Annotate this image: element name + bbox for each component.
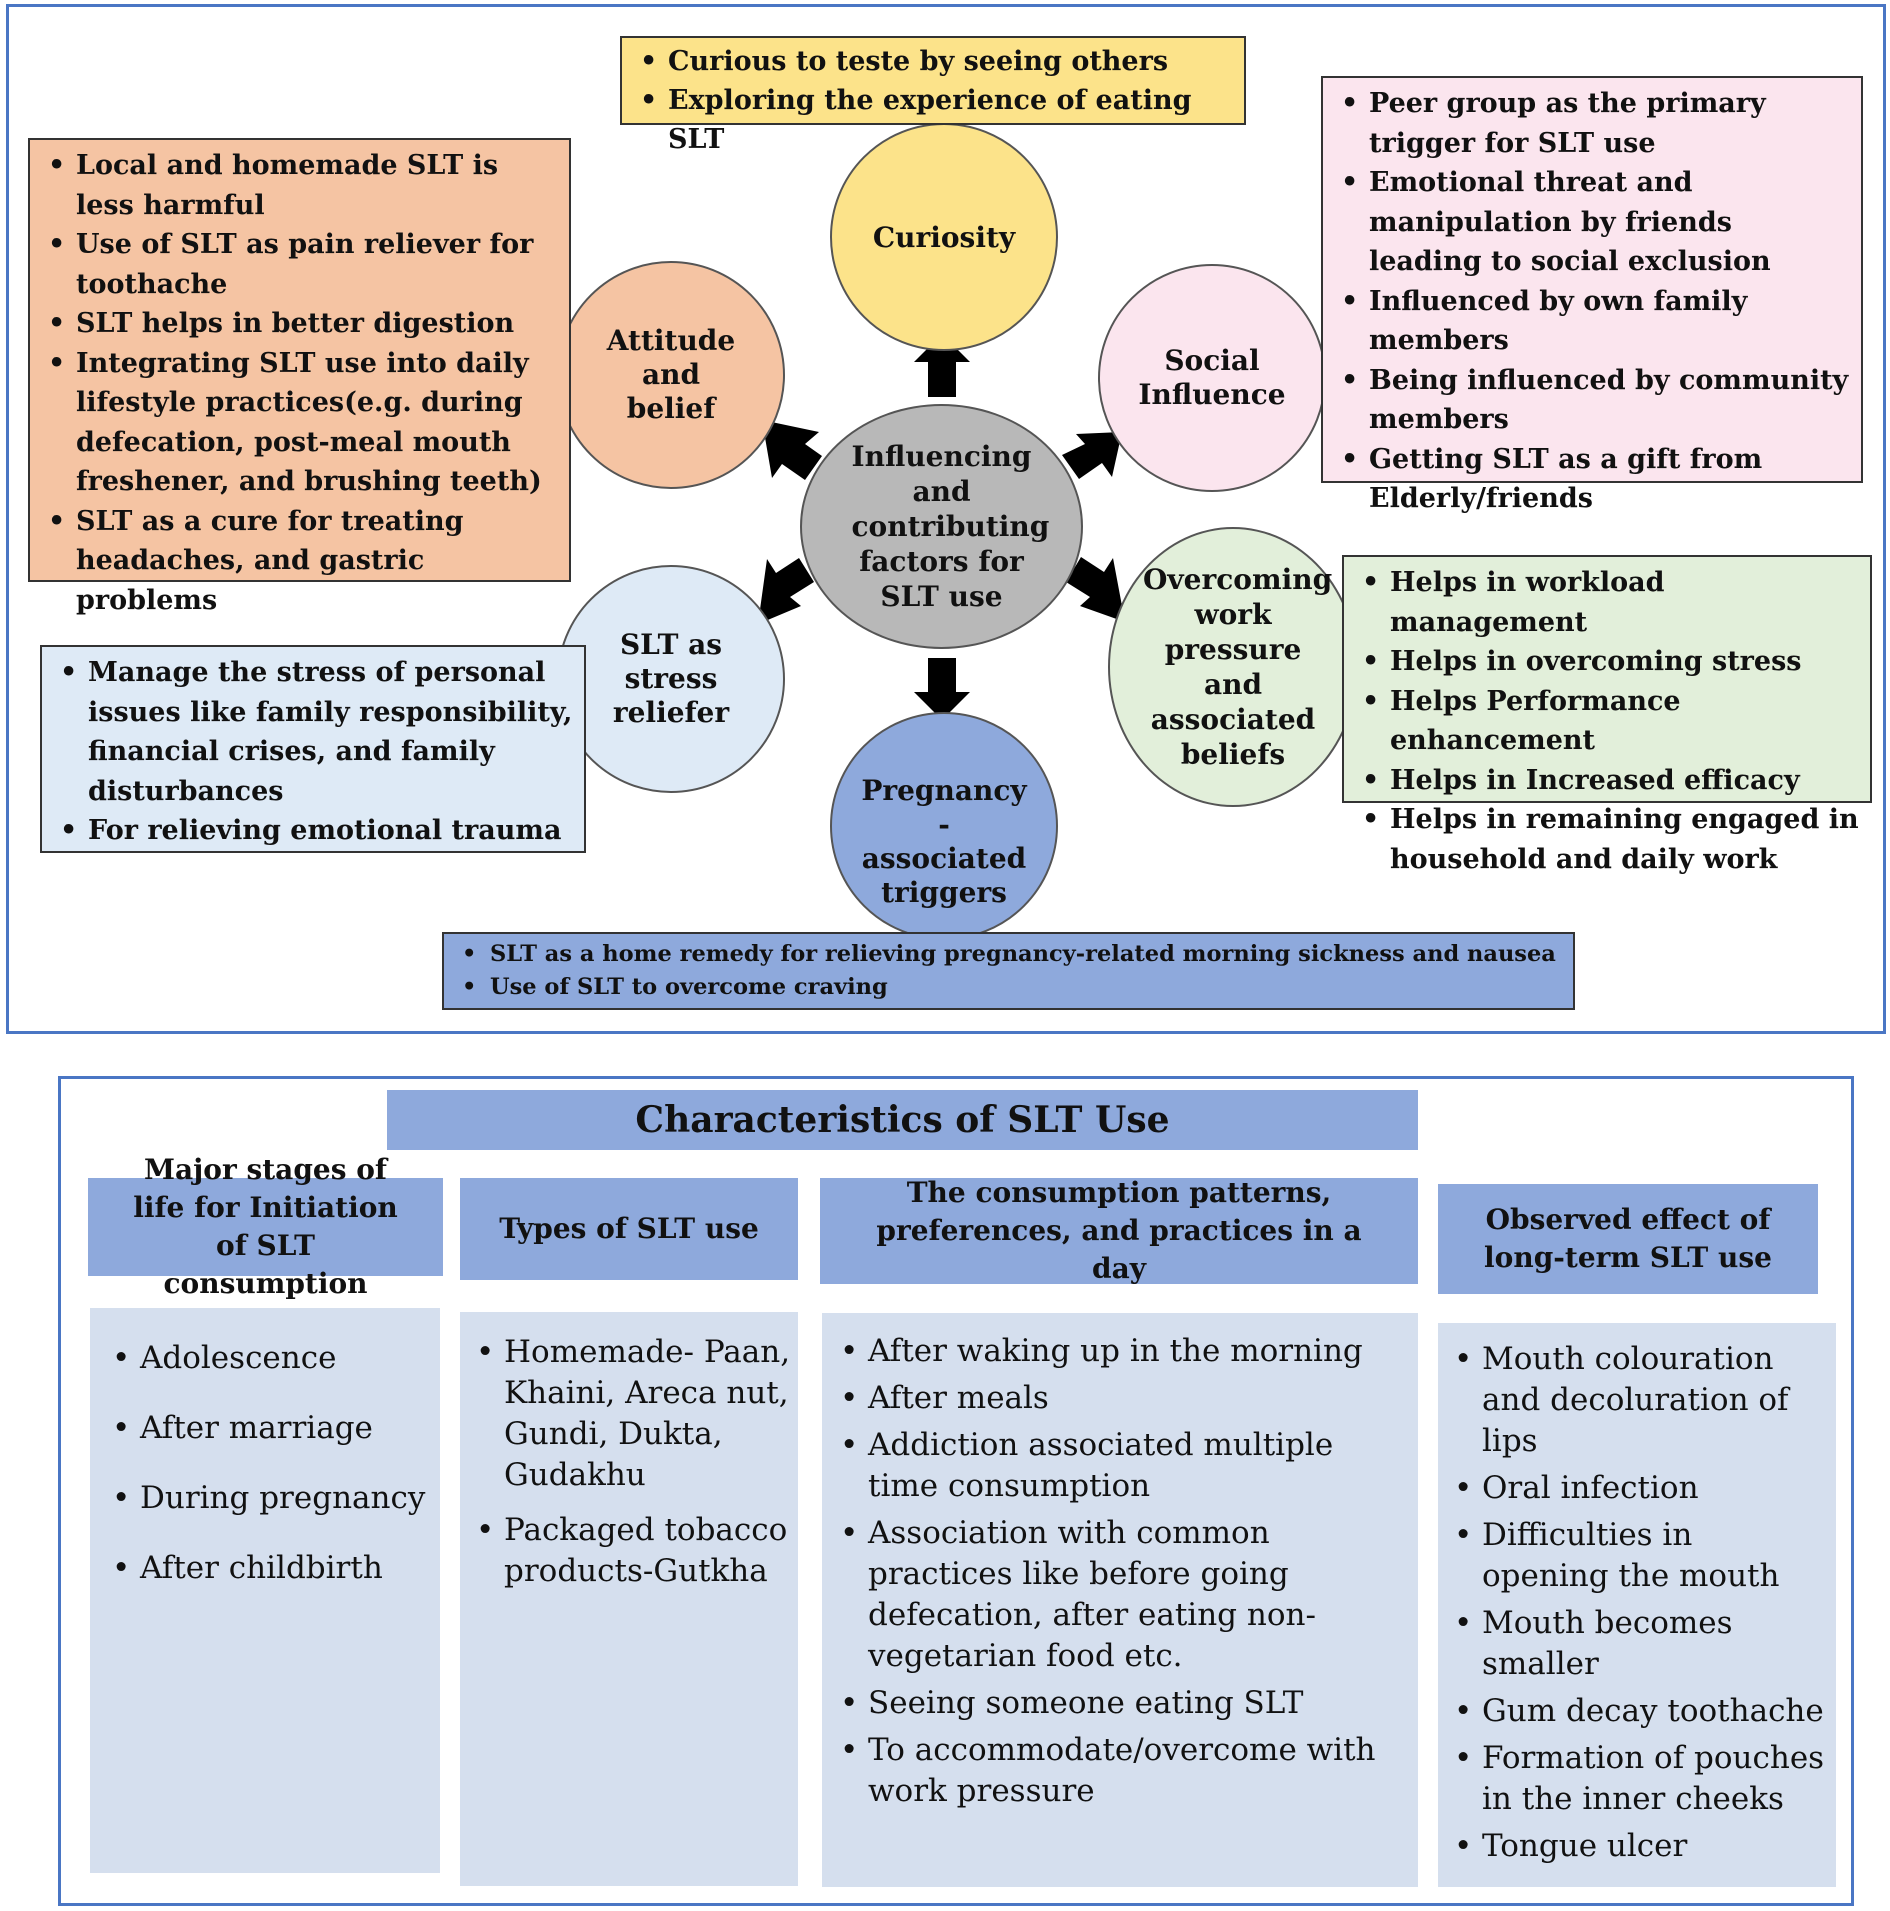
- column-header: Types of SLT use: [460, 1178, 798, 1280]
- column-body: Mouth colouration and decoluration of li…: [1438, 1323, 1836, 1887]
- column-body: After waking up in the morning After mea…: [822, 1313, 1418, 1887]
- column-header-text: Types of SLT use: [499, 1212, 759, 1245]
- social-node: Social Influence: [1098, 264, 1326, 492]
- social-box: Peer group as the primary trigger for SL…: [1321, 76, 1863, 514]
- column-body: Homemade- Paan, Khaini, Areca nut, Gundi…: [460, 1312, 798, 1886]
- curiosity-label: Curiosity: [872, 220, 1016, 254]
- work-item: Helps in Increased efficacy: [1354, 761, 1860, 801]
- attitude-node: Attitude and belief: [557, 261, 785, 489]
- column-body: Adolescence After marriage During pregna…: [90, 1308, 440, 1873]
- column-item: Addiction associated multiple time consu…: [832, 1425, 1408, 1507]
- column-item: Mouth becomes smaller: [1446, 1603, 1828, 1685]
- arrow-to-stress: [758, 558, 814, 624]
- attitude-item: SLT helps in better digestion: [40, 304, 559, 344]
- arrow-to-attitude: [762, 420, 822, 480]
- column-item: Association with common practices like b…: [832, 1513, 1408, 1677]
- column-header-text: The consumption patterns, preferences, a…: [876, 1176, 1362, 1285]
- column-item: During pregnancy: [104, 1478, 426, 1518]
- characteristics-title-text: Characteristics of SLT Use: [635, 1099, 1170, 1141]
- column-item: Tongue ulcer: [1446, 1826, 1828, 1867]
- social-item: Being influenced by community members: [1333, 361, 1851, 440]
- pregnancy-label: Pregnancy -associated triggers: [861, 774, 1027, 909]
- column-header: Major stages of life for Initiation of S…: [88, 1153, 443, 1300]
- column-item: Gum decay toothache: [1446, 1691, 1828, 1732]
- social-item: Emotional threat and manipulation by fri…: [1333, 163, 1851, 282]
- work-label: Overcoming work pressure and associated …: [1143, 563, 1333, 771]
- curiosity-box: Curious to teste by seeing others Explor…: [620, 36, 1246, 155]
- factors-panel: [6, 4, 1886, 1034]
- stress-item: Manage the stress of personal issues lik…: [52, 653, 574, 811]
- stress-item: For relieving emotional trauma: [52, 811, 574, 851]
- center-label: Influencing and contributing factors for…: [851, 440, 1050, 613]
- work-item: Helps in remaining engaged in household …: [1354, 800, 1860, 879]
- social-item: Getting SLT as a gift from Elderly/frien…: [1333, 440, 1851, 519]
- column-item: Formation of pouches in the inner cheeks: [1446, 1738, 1828, 1820]
- stress-box: Manage the stress of personal issues lik…: [40, 645, 586, 853]
- attitude-box: Local and homemade SLT is less harmful U…: [28, 138, 571, 616]
- pregnancy-box: SLT as a home remedy for relieving pregn…: [442, 932, 1575, 1010]
- column-header-text: Observed effect of long-term SLT use: [1484, 1203, 1772, 1274]
- characteristics-panel: [58, 1076, 1854, 1906]
- pregnancy-node: Pregnancy -associated triggers: [830, 712, 1058, 940]
- pregnancy-item: SLT as a home remedy for relieving pregn…: [454, 938, 1563, 971]
- column-item: Packaged tobacco products-Gutkha: [468, 1510, 792, 1592]
- column-item: Adolescence: [104, 1338, 426, 1378]
- column-item: Seeing someone eating SLT: [832, 1683, 1408, 1724]
- attitude-label: Attitude and belief: [606, 324, 736, 425]
- column-item: Oral infection: [1446, 1468, 1828, 1509]
- work-item: Helps in overcoming stress: [1354, 642, 1860, 682]
- work-item: Helps Performance enhancement: [1354, 682, 1860, 761]
- column-item: Mouth colouration and decoluration of li…: [1446, 1339, 1828, 1462]
- column-item: After meals: [832, 1378, 1408, 1419]
- arrow-to-work: [1066, 557, 1125, 622]
- work-box: Helps in workload management Helps in ov…: [1342, 555, 1872, 875]
- attitude-item: Integrating SLT use into daily lifestyle…: [40, 344, 559, 502]
- work-item: Helps in workload management: [1354, 563, 1860, 642]
- social-label: Social Influence: [1138, 344, 1286, 411]
- column-item: Homemade- Paan, Khaini, Areca nut, Gundi…: [468, 1332, 792, 1496]
- attitude-item: SLT as a cure for treating headaches, an…: [40, 502, 559, 621]
- social-item: Peer group as the primary trigger for SL…: [1333, 84, 1851, 163]
- center-node: Influencing and contributing factors for…: [800, 404, 1083, 649]
- stress-node: SLT as stress reliefer: [557, 565, 785, 793]
- column-item: To accommodate/overcome with work pressu…: [832, 1730, 1408, 1812]
- column-item: After childbirth: [104, 1548, 426, 1588]
- column-item: After waking up in the morning: [832, 1331, 1408, 1372]
- pregnancy-item: Use of SLT to overcome craving: [454, 971, 1563, 1004]
- social-item: Influenced by own family members: [1333, 282, 1851, 361]
- stress-label: SLT as stress reliefer: [612, 628, 730, 729]
- attitude-item: Local and homemade SLT is less harmful: [40, 146, 559, 225]
- arrow-to-pregnancy: [914, 658, 970, 720]
- characteristics-title: Characteristics of SLT Use: [387, 1090, 1418, 1150]
- column-header-text: Major stages of life for Initiation of S…: [133, 1153, 398, 1300]
- curiosity-item: Exploring the experience of eating SLT: [632, 81, 1234, 159]
- column-item: Difficulties in opening the mouth: [1446, 1515, 1828, 1597]
- arrow-to-social: [1062, 432, 1122, 479]
- work-node: Overcoming work pressure and associated …: [1108, 527, 1358, 807]
- column-header: The consumption patterns, preferences, a…: [820, 1176, 1418, 1285]
- curiosity-item: Curious to teste by seeing others: [632, 42, 1234, 81]
- column-header: Observed effect of long-term SLT use: [1438, 1184, 1818, 1294]
- column-item: After marriage: [104, 1408, 426, 1448]
- attitude-item: Use of SLT as pain reliever for toothach…: [40, 225, 559, 304]
